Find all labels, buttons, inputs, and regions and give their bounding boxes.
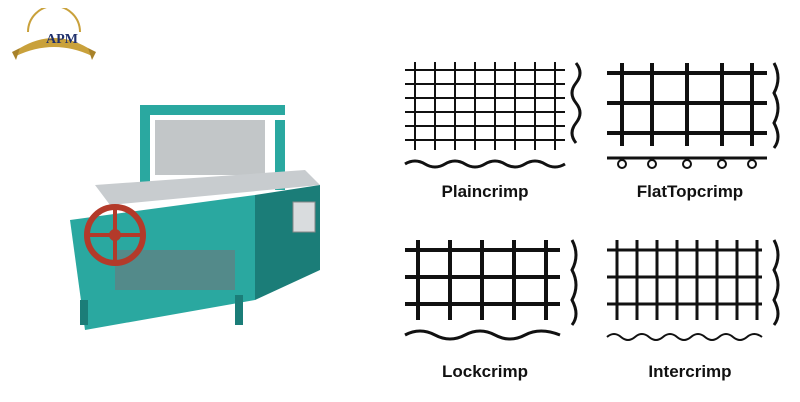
plaincrimp-diagram xyxy=(404,62,582,169)
intercrimp-diagram xyxy=(606,239,780,341)
logo-text: APM xyxy=(46,32,78,47)
plaincrimp-label: Plaincrimp xyxy=(441,182,529,201)
lockcrimp-diagram xyxy=(404,239,578,341)
weaving-machine-image xyxy=(55,100,355,335)
flattopcrimp-label: FlatTopcrimp xyxy=(636,182,744,201)
apm-logo: APM xyxy=(8,5,100,70)
lockcrimp-label: Lockcrimp xyxy=(442,362,528,381)
intercrimp-label: Intercrimp xyxy=(648,362,732,381)
flattopcrimp-diagram xyxy=(607,62,780,169)
